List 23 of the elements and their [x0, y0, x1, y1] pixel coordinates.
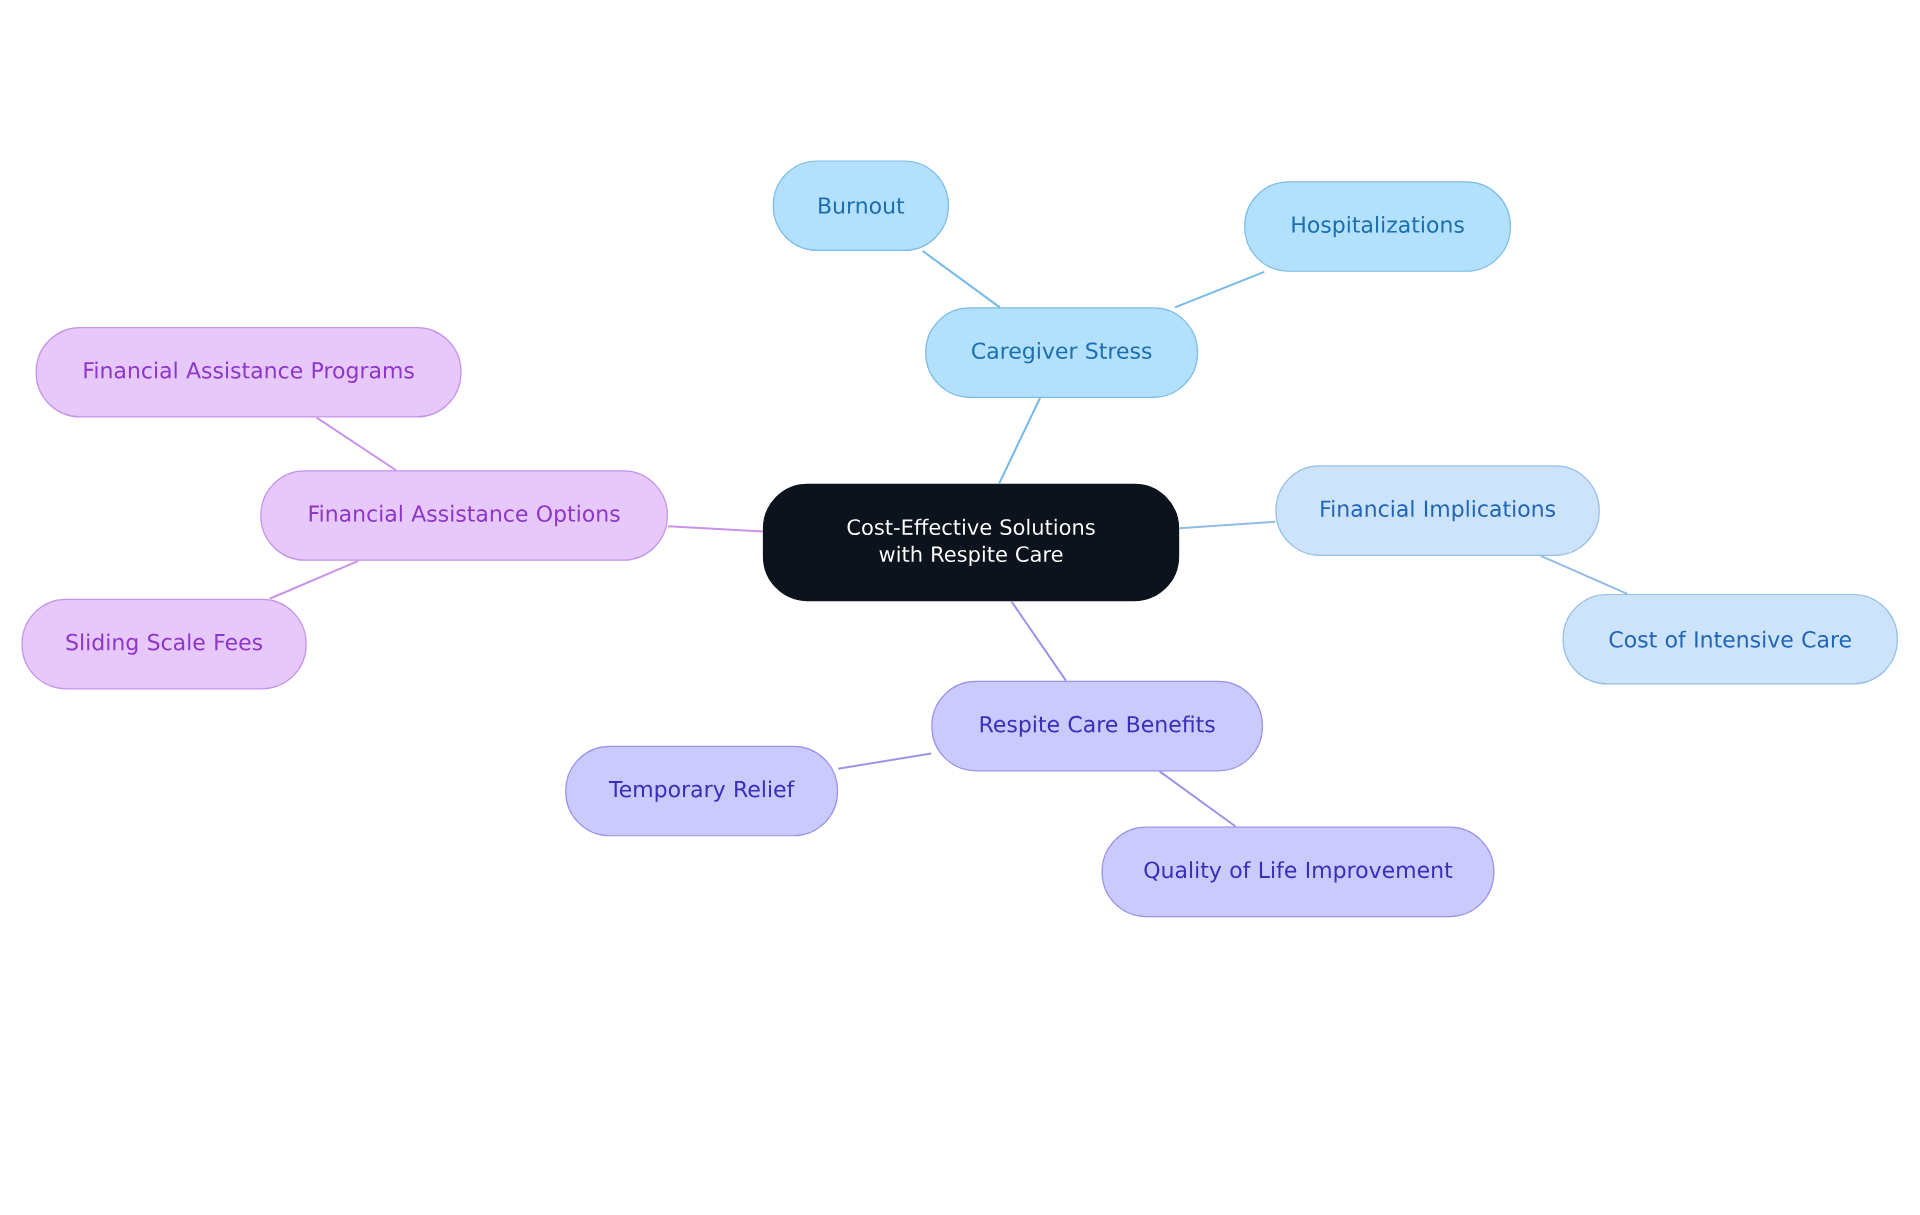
- connector-line: [666, 525, 764, 533]
- topic-box: Financial Implications: [1275, 465, 1600, 557]
- topic-box: Quality of Life Improvement: [1101, 826, 1495, 918]
- connector-line: [1174, 271, 1266, 309]
- connector-line: [837, 752, 933, 770]
- topic-box: Caregiver Stress: [925, 307, 1199, 399]
- topic-box: Respite Care Benefits: [931, 681, 1264, 772]
- topic-box: Sliding Scale Fees: [21, 598, 307, 690]
- topic-box: Hospitalizations: [1244, 181, 1511, 272]
- connector-line: [268, 559, 360, 600]
- connector-line: [998, 397, 1042, 485]
- topic-box: Temporary Relief: [565, 745, 839, 837]
- connector-line: [1158, 770, 1237, 828]
- connector-line: [921, 250, 1001, 309]
- topic-box: Financial Assistance Programs: [35, 327, 462, 418]
- root-box: Cost-Effective Solutions with Respite Care: [762, 483, 1180, 602]
- topic-box: Financial Assistance Options: [260, 470, 668, 561]
- connector-line: [1178, 520, 1277, 530]
- connector-line: [315, 416, 397, 472]
- topic-box: Burnout: [772, 160, 949, 252]
- connector-line: [1539, 555, 1629, 596]
- topic-box: Cost of Intensive Care: [1562, 594, 1898, 685]
- connector-line: [1010, 600, 1068, 682]
